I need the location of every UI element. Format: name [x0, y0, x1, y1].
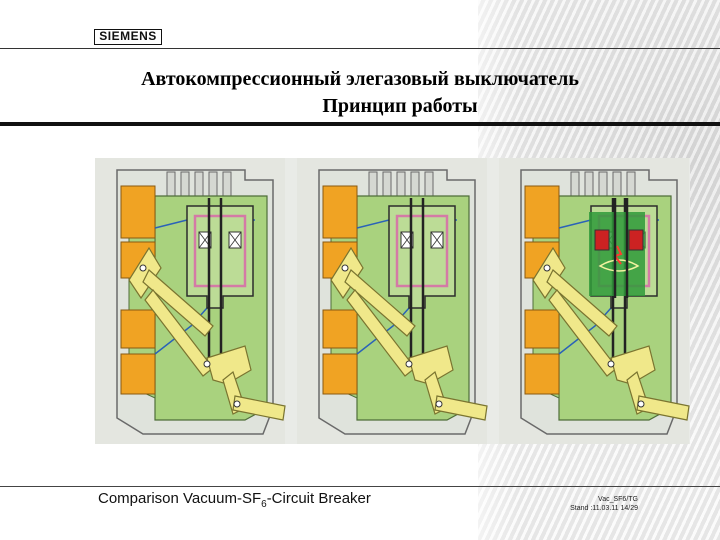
footer-subscript: 6 — [261, 499, 267, 510]
footer-meta-line-2: Stand :11.03.11 14/29 — [570, 505, 638, 512]
footer-text-before: Comparison Vacuum-SF — [98, 490, 262, 507]
breaker-panel-arcing — [497, 158, 690, 444]
breaker-diagram-strip — [95, 158, 690, 444]
siemens-logo: SIEMENS — [94, 29, 162, 45]
breaker-panel-opening — [295, 158, 489, 444]
footer-rule — [0, 486, 720, 487]
title-line-1: Автокомпрессионный элегазовый выключател… — [141, 68, 579, 90]
title-line-2: Принцип работы — [322, 95, 478, 117]
footer-meta: Vac_SF6/TG Stand :11.03.11 14/29 — [548, 495, 638, 513]
title-rule — [0, 122, 720, 126]
header-rule — [0, 48, 720, 49]
footer-caption: Comparison Vacuum-SF6-Circuit Breaker — [98, 490, 371, 510]
footer-text-after: -Circuit Breaker — [266, 490, 371, 507]
slide-title: Автокомпрессионный элегазовый выключател… — [80, 66, 640, 120]
breaker-panel-closed — [95, 158, 287, 444]
footer-meta-line-1: Vac_SF6/TG — [598, 496, 638, 503]
